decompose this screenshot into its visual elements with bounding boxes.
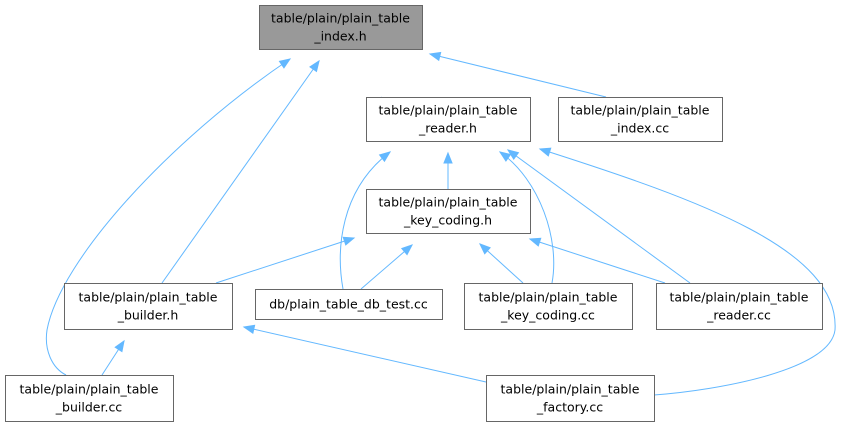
node-builder-h[interactable]: table/plain/plain_table _builder.h [64,283,233,330]
node-label-line: db/plain_table_db_test.cc [269,297,428,312]
edge-key_coding_cc-to-key_coding_h [479,243,524,284]
edge-builder_cc-to-builder_h [101,339,125,376]
edge-key_coding_h-to-reader_h [443,151,453,189]
edge-line [45,58,291,376]
edge-line [499,151,555,284]
node-label-line: _builder.cc [55,400,123,415]
arrowhead [498,151,512,162]
arrowhead [479,243,491,255]
node-box [366,97,531,142]
arrowhead [506,149,520,161]
edge-line [161,60,320,284]
edge-line [243,326,487,383]
edge-line [339,151,391,290]
node-box [656,283,823,330]
node-box [5,375,174,422]
node-label-line: _reader.h [418,121,477,136]
node-label-line: _builder.h [117,308,179,323]
arrowhead [278,58,292,69]
arrowhead [342,236,356,246]
node-label-line: table/plain/plain_table [20,382,159,397]
edge-line [507,149,691,284]
node-index-cc[interactable]: table/plain/plain_table _index.cc [558,97,723,142]
arrowhead [443,151,453,164]
arrowhead [538,147,552,157]
node-label-line: _key_coding.h [403,213,492,228]
edge-factory_cc-to-builder_h [242,324,487,383]
edge-line [529,238,666,284]
node-label-line: _reader.cc [706,308,771,323]
node-db-test-cc[interactable]: db/plain_table_db_test.cc [255,289,443,320]
nodes-layer: table/plain/plain_table_index.htable/pla… [5,5,823,422]
node-builder-cc[interactable]: table/plain/plain_table _builder.cc [5,375,174,422]
node-label-line: table/plain/plain_table [571,103,710,118]
edge-builder_h-to-key_coding_h [215,236,356,284]
node-key-coding-cc[interactable]: table/plain/plain_table _key_coding.cc [464,283,633,330]
arrowhead [400,244,414,256]
node-label-line: table/plain/plain_table [379,195,518,210]
node-reader-cc[interactable]: table/plain/plain_table _reader.cc [656,283,823,330]
arrowhead [378,151,392,163]
node-label-line: _factory.cc [536,400,603,415]
edge-reader_cc-to-reader_h [506,149,691,284]
node-label-line: _index.h [313,29,366,44]
edge-builder_h-to-index_h [161,59,320,284]
edge-factory_cc-to-reader_h [538,147,836,396]
edge-db_test_cc-to-key_coding_h [360,244,414,290]
node-index-h[interactable]: table/plain/plain_table _index.h [259,5,423,50]
node-factory-cc[interactable]: table/plain/plain_table _factory.cc [486,375,655,422]
arrowhead [114,339,125,353]
node-label-line: table/plain/plain_table [670,290,809,305]
node-box [558,97,723,142]
edge-line [429,53,607,98]
node-label-line: table/plain/plain_table [379,103,518,118]
node-box [486,375,655,422]
node-label-line: _index.cc [610,121,669,136]
node-label-line: table/plain/plain_table [501,382,640,397]
node-label-line: _key_coding.cc [500,308,595,323]
node-box [366,189,531,234]
edge-index_cc-to-index_h [428,51,607,98]
edge-builder_cc-to-index_h [45,58,292,376]
node-box [259,5,423,50]
node-box [64,283,233,330]
edge-key_coding_cc-to-reader_h [498,151,555,284]
node-box [255,289,443,320]
edge-line [539,148,836,396]
node-label-line: table/plain/plain_table [479,290,618,305]
edge-reader_cc-to-key_coding_h [528,237,666,284]
edge-line [215,237,355,284]
node-label-line: table/plain/plain_table [271,11,410,26]
arrowhead [528,237,542,247]
node-reader-h[interactable]: table/plain/plain_table _reader.h [366,97,531,142]
edge-db_test_cc-to-reader_h [339,151,392,290]
node-key-coding-h[interactable]: table/plain/plain_table _key_coding.h [366,189,531,234]
node-label-line: table/plain/plain_table [79,290,218,305]
arrowhead [309,59,320,73]
arrowhead [428,51,442,62]
edge-line [360,244,413,290]
edges-layer [45,51,836,396]
node-box [464,283,633,330]
arrowhead [242,324,256,334]
